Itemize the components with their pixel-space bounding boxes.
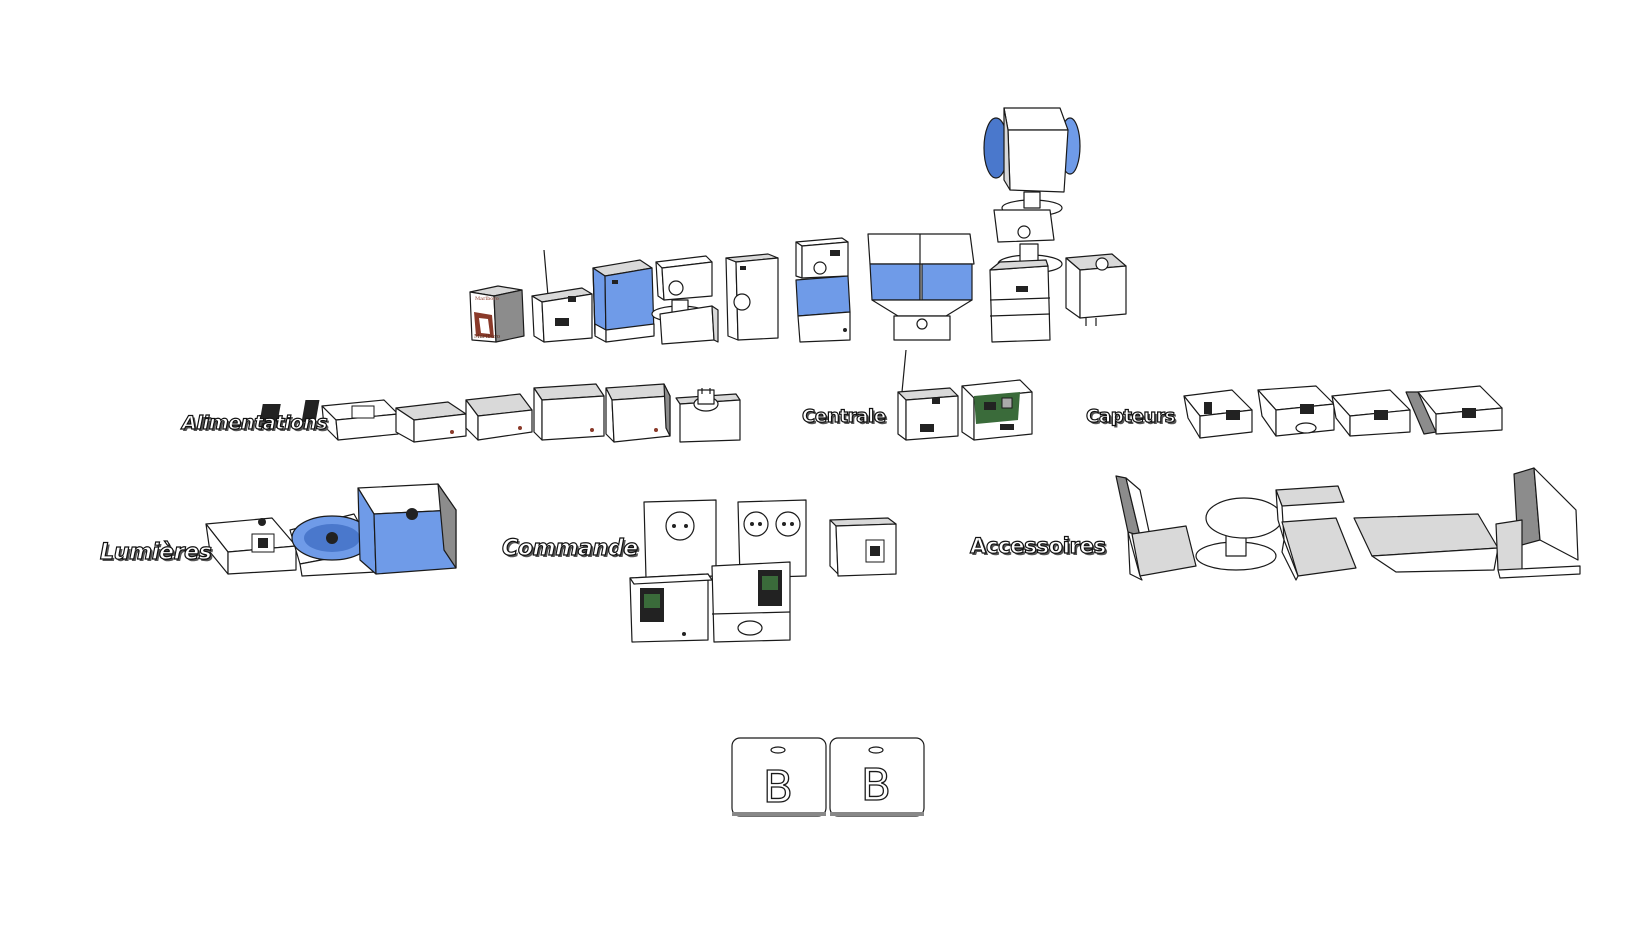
badge-letter-2: B	[861, 760, 891, 811]
socket-icon	[1095, 257, 1109, 271]
plug-box	[675, 388, 741, 443]
commande-cluster	[629, 499, 897, 643]
light-dish	[289, 513, 377, 577]
badge-tile-2: B	[829, 737, 925, 817]
commande-pcb-left	[629, 573, 713, 643]
light-tall-blue-box	[357, 483, 457, 575]
badge-letter-1: B	[763, 762, 793, 813]
tall-box-1	[533, 383, 605, 441]
stacked-blue-box	[795, 237, 851, 343]
capteurs-row	[1183, 385, 1503, 439]
commande-small-box	[829, 517, 897, 577]
cigarette-pack: Marlboro Marlboro	[469, 285, 525, 343]
badge-tile-1: B	[731, 737, 827, 817]
tinted-box-1	[592, 259, 655, 343]
sensor-box-2	[1257, 385, 1335, 437]
sensor-box-3	[1331, 389, 1411, 437]
l-bracket	[1115, 475, 1197, 581]
socket-block-single	[643, 499, 717, 579]
label-commande: Commande	[501, 535, 638, 561]
label-accessoires: Accessoires	[969, 533, 1106, 558]
socket-cube	[1065, 253, 1127, 326]
antenna-module	[531, 249, 593, 343]
battery-box	[258, 399, 399, 441]
double-blue-box	[867, 233, 975, 341]
label-alimentations: Alimentations	[181, 411, 328, 434]
pack-brand-small: Marlboro	[475, 296, 499, 302]
sensor-box-4	[1405, 385, 1503, 435]
top-row: Marlboro Marlboro	[469, 107, 1127, 345]
tall-box-2	[605, 383, 671, 443]
alimentations-row	[258, 383, 741, 443]
bent-plate	[1275, 485, 1357, 581]
lumieres-row	[205, 483, 457, 577]
flat-box-1	[395, 401, 467, 443]
pedestal-box	[651, 255, 719, 345]
socket-block-double	[737, 499, 807, 579]
sensor-box-1	[1183, 389, 1253, 439]
commande-pcb-right	[711, 561, 791, 643]
centrale-row	[897, 349, 1033, 441]
centrale-antenna-box	[897, 349, 959, 441]
accessoires-row	[1115, 467, 1581, 581]
light-open-box	[205, 517, 297, 575]
led-icon	[406, 508, 418, 520]
flat-tray	[1353, 513, 1499, 573]
label-lumieres: Lumières	[99, 539, 212, 565]
tall-box-circle	[725, 253, 779, 341]
badges: B B	[731, 737, 925, 817]
flat-box-2	[465, 393, 533, 441]
label-centrale: Centrale	[801, 405, 886, 427]
pcb-icon	[555, 318, 569, 326]
centrale-pcb-box	[961, 379, 1033, 441]
wall-stand	[1495, 467, 1581, 579]
mushroom-stand	[1195, 497, 1283, 571]
tall-totem	[983, 107, 1081, 343]
label-capteurs: Capteurs	[1085, 405, 1176, 427]
pack-brand: Marlboro	[474, 334, 501, 340]
